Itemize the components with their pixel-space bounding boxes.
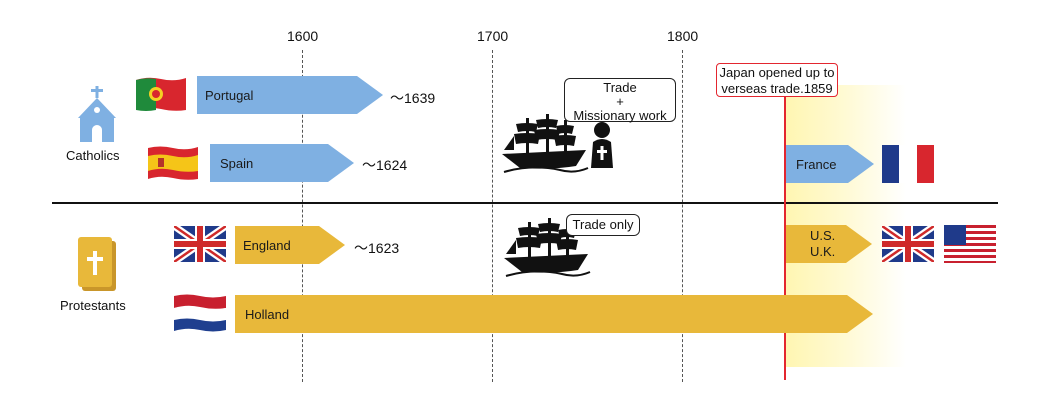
uk-flag-right-icon: [880, 223, 936, 265]
year-label-1800: 1800: [667, 28, 699, 44]
missionary-icon: [590, 122, 614, 168]
spain-period-arrow: Spain: [210, 144, 354, 182]
england-period-arrow: England: [235, 226, 345, 264]
trade-only-text: Trade only: [572, 217, 634, 232]
callout-line-plus: +: [616, 94, 624, 109]
group-label-catholics: Catholics: [66, 148, 120, 163]
japan-callout-line1: Japan opened up to: [719, 65, 835, 80]
england-label: England: [243, 237, 291, 253]
trade-missionary-callout: Trade + Missionary work: [564, 78, 676, 123]
portugal-flag-icon: [136, 76, 186, 112]
group-label-protestants: Protestants: [60, 298, 126, 313]
usa-flag-icon: [944, 225, 996, 263]
gridline-1800: [682, 50, 683, 382]
portugal-period-arrow: Portugal: [197, 76, 383, 114]
year-label-1700: 1700: [477, 28, 509, 44]
callout-line-trade: Trade: [603, 80, 637, 95]
gridline-1700: [492, 50, 493, 382]
ship-icon: [502, 114, 590, 174]
england-end-year: ～1623: [354, 240, 400, 256]
japan-callout-line2: verseas trade.1859: [721, 81, 833, 96]
holland-period-arrow: Holland: [235, 295, 873, 333]
us-uk-period-arrow: U.S. U.K.: [786, 225, 872, 263]
year-label-1600: 1600: [287, 28, 319, 44]
bible-icon: [78, 237, 118, 293]
spain-end-year: ～1624: [362, 157, 408, 173]
church-icon: [74, 86, 120, 142]
portugal-label: Portugal: [205, 87, 254, 103]
france-label: France: [796, 156, 837, 172]
netherlands-flag-icon: [174, 294, 226, 332]
spain-flag-icon: [148, 145, 198, 181]
trade-only-callout: Trade only: [566, 214, 640, 236]
group-divider: [52, 202, 998, 204]
portugal-end-year: ～1639: [390, 90, 436, 106]
france-period-arrow: France: [786, 145, 874, 183]
japan-opening-line: [784, 94, 786, 380]
france-flag-icon: [882, 145, 934, 183]
japan-opening-callout: Japan opened up to verseas trade.1859: [716, 63, 838, 97]
spain-label: Spain: [220, 155, 254, 171]
uk-flag-icon: [172, 223, 228, 265]
us-label: U.S.: [810, 228, 836, 243]
uk-label: U.K.: [810, 244, 836, 259]
callout-line-missionary: Missionary work: [573, 108, 667, 123]
gridline-1600: [302, 50, 303, 382]
holland-label: Holland: [245, 306, 290, 322]
